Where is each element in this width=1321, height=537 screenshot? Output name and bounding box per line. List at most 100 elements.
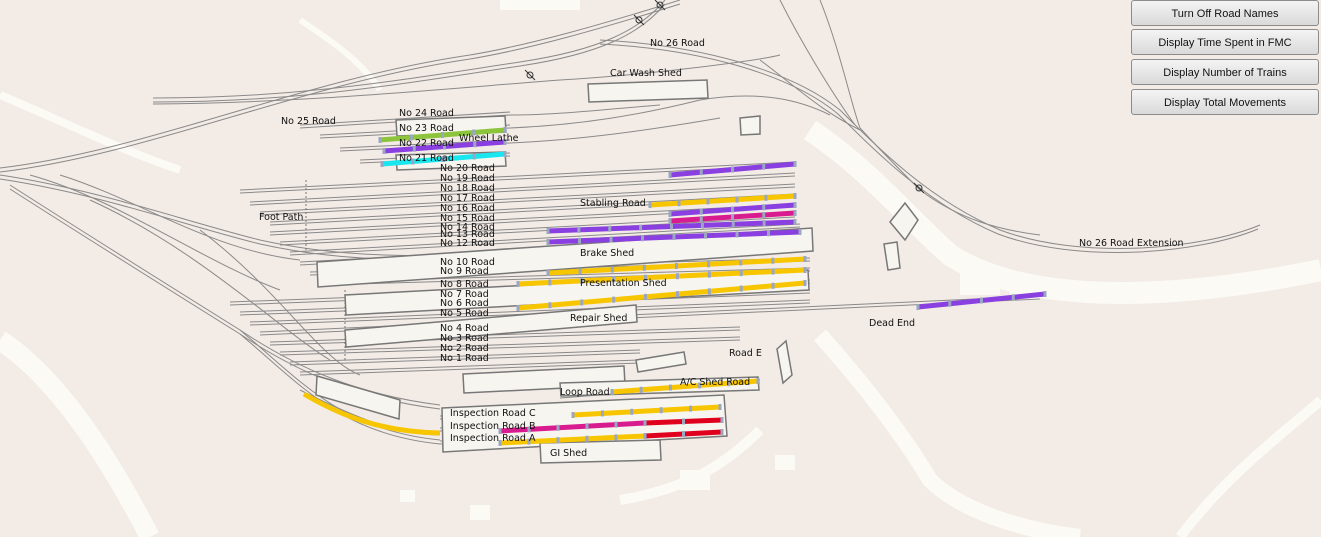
car-divider	[472, 153, 476, 160]
car-divider	[548, 279, 552, 286]
car-divider	[731, 166, 734, 173]
car-divider	[793, 202, 797, 208]
car-divider	[412, 145, 416, 152]
car-divider	[546, 239, 550, 245]
turn-off-road-names-button[interactable]: Turn Off Road Names	[1131, 0, 1319, 26]
car-divider	[578, 268, 582, 275]
car-divider	[700, 222, 704, 229]
car-divider	[498, 440, 502, 446]
car-divider	[675, 273, 679, 280]
car-divider	[731, 206, 734, 213]
car-divider	[585, 435, 589, 442]
car-divider	[771, 257, 775, 264]
car-divider	[639, 224, 643, 231]
label-car-wash-shed: Car Wash Shed	[610, 68, 682, 79]
car-divider	[556, 424, 560, 431]
car-divider	[771, 282, 775, 289]
label-loop-road: Loop Road	[560, 387, 610, 398]
car-divider	[498, 428, 502, 434]
car-divider	[670, 223, 673, 230]
car-divider	[516, 281, 520, 287]
car-divider	[668, 384, 672, 391]
car-divider	[699, 169, 703, 176]
car-divider	[578, 237, 581, 244]
car-divider	[503, 151, 507, 157]
display-number-of-trains-button[interactable]: Display Number of Trains	[1131, 59, 1319, 85]
car-divider	[682, 431, 685, 437]
car-divider	[608, 225, 612, 232]
car-divider	[793, 161, 797, 167]
car-divider	[735, 196, 739, 203]
car-divider	[762, 163, 766, 170]
car-divider	[767, 230, 770, 237]
label-presentation-shed: Presentation Shed	[580, 278, 667, 289]
label-foot-path: Foot Path	[259, 212, 304, 223]
label-no-23-road: No 23 Road	[399, 123, 454, 134]
car-divider	[803, 256, 807, 262]
car-divider	[916, 304, 920, 310]
car-divider	[1011, 294, 1015, 301]
car-divider	[556, 437, 560, 444]
label-brake-shed: Brake Shed	[580, 248, 635, 259]
label-ac-shed-road: A/C Shed Road	[680, 377, 751, 388]
car-divider	[516, 305, 520, 311]
car-divider	[756, 378, 760, 384]
car-divider	[675, 263, 678, 269]
car-divider	[503, 127, 507, 133]
car-divider	[546, 228, 550, 234]
train-yellow-inspA	[499, 433, 646, 446]
car-divider	[473, 141, 477, 148]
label-no-8-road: No 8 Road	[440, 279, 489, 290]
car-divider	[503, 139, 507, 145]
label-no-20-road: No 20 Road	[440, 163, 495, 174]
label-no-12-road: No 12 Road	[440, 238, 495, 249]
car-divider	[411, 158, 415, 165]
label-no-25-road: No 25 Road	[281, 116, 336, 127]
car-divider	[699, 216, 703, 222]
car-divider	[803, 267, 807, 273]
car-divider	[610, 266, 614, 273]
train-yellow-entry	[302, 391, 441, 436]
label-no-26-road: No 26 Road	[650, 38, 705, 49]
car-divider	[698, 382, 702, 389]
car-divider	[546, 270, 550, 276]
car-divider	[803, 280, 807, 286]
label-no-5-road: No 5 Road	[440, 308, 489, 319]
label-no-18-road: No 18 Road	[440, 183, 495, 194]
car-divider	[642, 264, 646, 271]
car-divider	[630, 408, 634, 415]
label-inspection-road-a: Inspection Road A	[450, 433, 536, 444]
car-divider	[735, 231, 739, 238]
car-divider	[739, 259, 743, 266]
car-divider	[707, 271, 711, 278]
car-divider	[720, 417, 724, 423]
car-divider	[718, 404, 722, 410]
label-no-3-road: No 3 Road	[440, 333, 489, 344]
train-yellow-road8	[517, 267, 806, 287]
label-no-6-road: No 6 Road	[440, 298, 489, 309]
car-divider	[727, 380, 731, 387]
car-divider	[580, 299, 584, 306]
display-total-movements-button[interactable]: Display Total Movements	[1131, 89, 1319, 115]
car-divider	[707, 288, 711, 295]
car-divider	[731, 221, 735, 228]
label-no-13-road: No 13 Road	[440, 229, 495, 240]
train-yellow-loop	[611, 378, 759, 395]
label-no-15-road: No 15 Road	[440, 213, 495, 224]
car-divider	[639, 386, 643, 393]
car-divider	[793, 219, 797, 225]
car-divider	[585, 423, 589, 430]
display-time-fmc-button[interactable]: Display Time Spent in FMC	[1131, 29, 1319, 55]
car-divider	[442, 156, 445, 162]
car-divider	[668, 211, 672, 217]
train-magenta-inspB	[499, 420, 646, 434]
car-dividers	[378, 127, 1047, 446]
label-no-14-road: No 14 Road	[440, 222, 495, 233]
label-repair-shed: Repair Shed	[570, 313, 628, 324]
car-divider	[614, 421, 618, 428]
car-divider	[643, 433, 647, 439]
car-divider	[668, 218, 672, 224]
car-divider	[644, 293, 648, 300]
sheds	[315, 79, 919, 464]
car-divider	[672, 234, 676, 240]
